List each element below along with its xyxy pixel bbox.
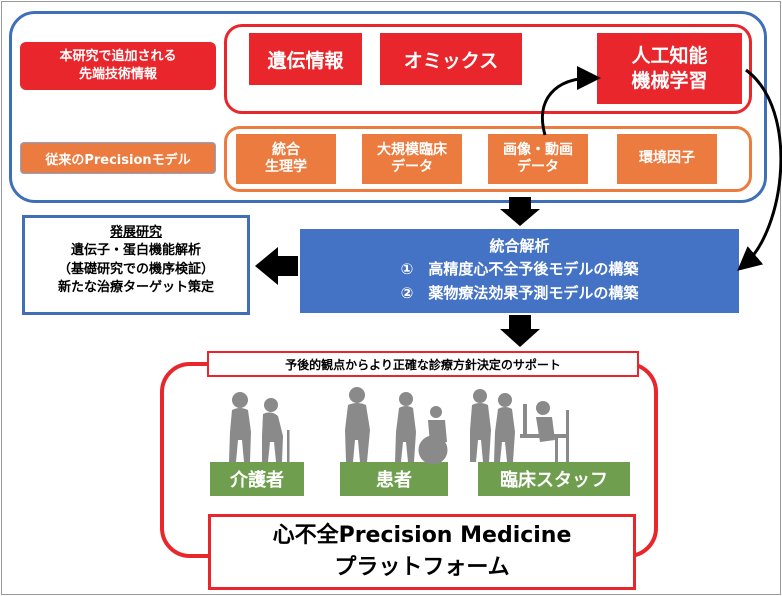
development-research-line: （基礎研究での機序検証）: [57, 261, 214, 277]
environmental-factor-box: 環境因子: [617, 134, 717, 184]
patient-silhouette-icon: [345, 387, 448, 465]
integrated-analysis-box: 統合解析 ① 高精度心不全予後モデルの構築 ② 薬物療法効果予測モデルの構築: [300, 229, 739, 313]
analysis-item: ② 薬物療法効果予測モデルの構築: [400, 283, 639, 302]
integrated-physiology-box: 統合 生理学: [236, 134, 336, 184]
development-research-line: 遺伝子・蛋白機能解析: [70, 243, 201, 259]
advanced-tech-box: [224, 24, 752, 114]
development-research-line: 新たな治療ターゲット策定: [57, 280, 214, 296]
conventional-model-label: 従来のPrecisionモデル: [20, 142, 216, 174]
platform-box: 心不全Precision Medicine プラットフォーム: [208, 514, 636, 590]
support-caption: 予後的観点からより正確な診療方針決定のサポート: [207, 351, 639, 377]
genetic-info-box: 遺伝情報: [249, 33, 362, 85]
curved-arrow-icon: [540, 66, 601, 136]
caregiver-label: 介護者: [210, 462, 304, 496]
integrated-analysis-title: 統合解析: [489, 237, 550, 255]
clinical-data-box: 大規模臨床 データ: [362, 134, 462, 184]
caregiver-silhouette-icon: [229, 392, 290, 462]
image-video-data-box: 画像・動画 データ: [488, 134, 588, 184]
clinical-staff-label: 臨床スタッフ: [478, 462, 630, 496]
development-research-title: 発展研究: [109, 225, 162, 240]
curved-arrow-icon: [737, 68, 782, 271]
patient-label: 患者: [340, 462, 448, 496]
left-arrow-icon: [255, 247, 298, 285]
omics-box: オミックス: [380, 33, 522, 85]
advanced-tech-label: 本研究で追加される 先端技術情報: [20, 42, 216, 90]
down-arrow-icon: [500, 315, 540, 347]
conventional-model-box: [224, 126, 752, 192]
down-arrow-icon: [500, 197, 540, 226]
technology-panel: [9, 11, 767, 203]
development-research-box: 発展研究 遺伝子・蛋白機能解析 （基礎研究での機序検証） 新たな治療ターゲット策…: [22, 215, 250, 315]
analysis-item: ① 高精度心不全予後モデルの構築: [400, 260, 639, 279]
clinical-staff-silhouette-icon: [470, 389, 569, 462]
ai-ml-box: 人工知能 機械学習: [597, 33, 742, 104]
